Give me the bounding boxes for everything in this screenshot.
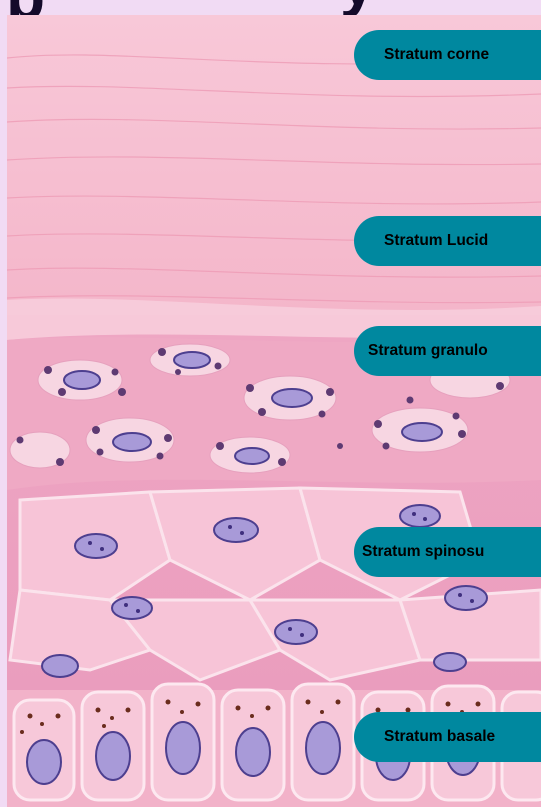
stratum-lucidum-label: Stratum Lucid <box>354 216 541 266</box>
stratum-granulosum-label: Stratum granulo <box>354 326 541 376</box>
stratum-corneum-label: Stratum corne <box>354 30 541 80</box>
tissue-illustration <box>7 15 541 807</box>
stratum-basale-label: Stratum basale <box>354 712 541 762</box>
stratum-spinosum-label: Stratum spinosu <box>354 527 541 577</box>
